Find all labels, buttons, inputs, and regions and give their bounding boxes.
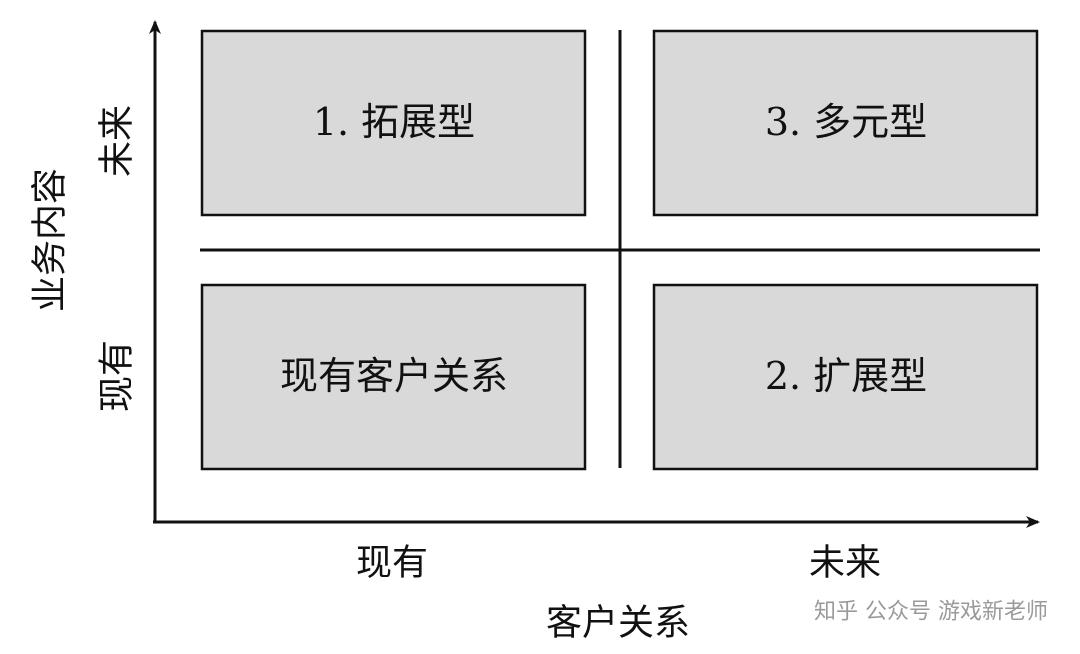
watermark-text: 知乎 公众号 游戏新老师 [814, 600, 1048, 625]
x-tick-label-future: 未来 [809, 543, 881, 584]
x-axis-title: 客户关系 [546, 603, 690, 644]
y-axis-title: 业务内容 [30, 168, 71, 312]
quadrant-box-bottom-left [200, 283, 587, 471]
quadrant-box-top-right [652, 29, 1039, 217]
x-tick-label-current: 现有 [356, 543, 428, 584]
quadrant-label-bottom-left: 现有客户关系 [280, 354, 508, 398]
y-tick-label-future: 未来 [97, 105, 138, 177]
quadrant-box-top-left [200, 29, 587, 217]
quadrant-box-bottom-right [652, 283, 1039, 471]
quadrant-label-top-left: 1. 拓展型 [313, 100, 475, 144]
y-tick-label-current: 现有 [97, 340, 138, 412]
quadrant-label-top-right: 3. 多元型 [765, 100, 927, 144]
quadrant-label-bottom-right: 2. 扩展型 [765, 354, 927, 398]
